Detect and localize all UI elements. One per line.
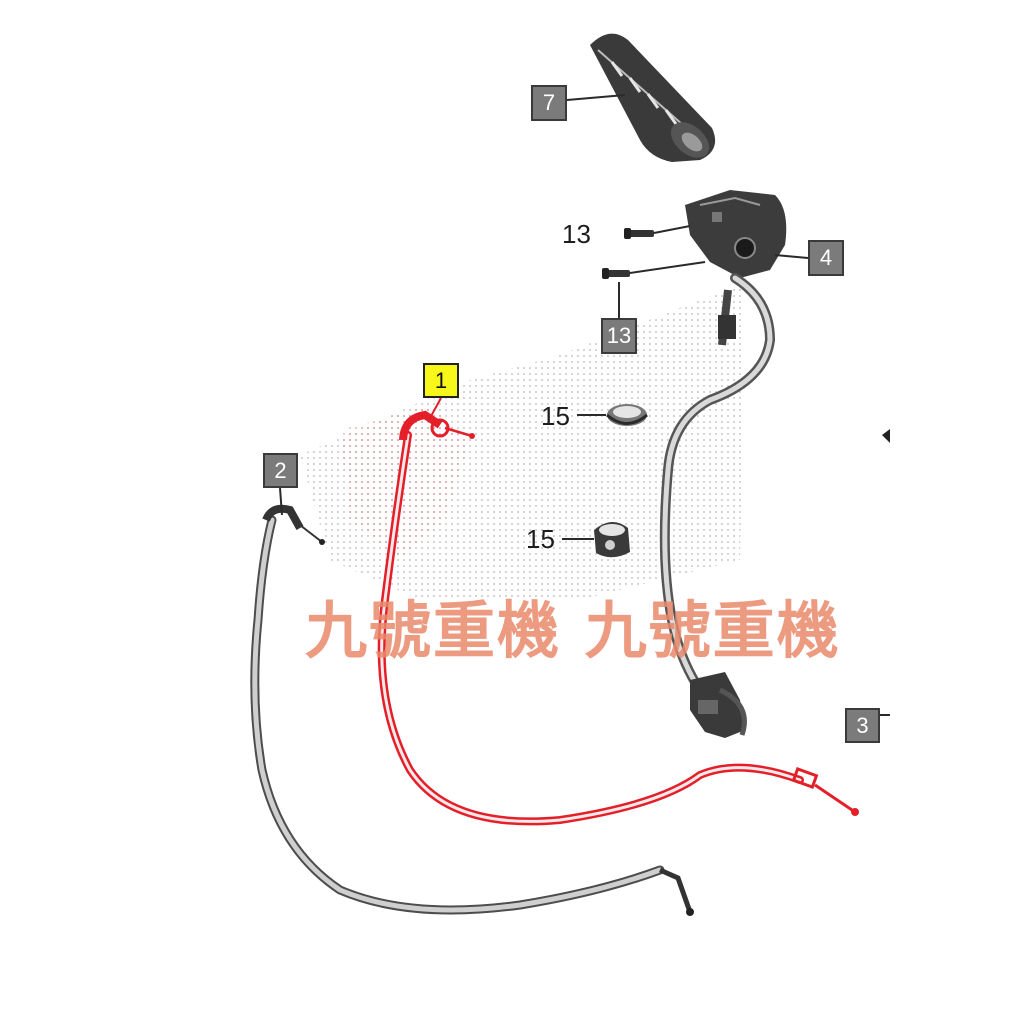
- callout-13-boxed: 13: [601, 318, 637, 354]
- switch-housing-icon: [685, 190, 787, 278]
- screw-icon-2: [602, 268, 630, 279]
- throttle-grip-icon: [590, 33, 716, 162]
- wire-harness: [659, 273, 776, 695]
- band-clip-icon: [606, 404, 648, 426]
- callout-7: 7: [531, 85, 567, 121]
- shaded-region: [300, 285, 745, 600]
- watermark-text: 九號重機 九號重機: [305, 594, 841, 667]
- callout-15-upper: 15: [541, 401, 570, 431]
- screw-icon: [624, 228, 654, 239]
- callout-4: 4: [808, 240, 844, 276]
- connector-icon: [690, 672, 747, 738]
- callout-2: 2: [263, 453, 298, 488]
- callout-3: 3: [845, 708, 880, 743]
- band-clip-icon-2: [594, 521, 630, 558]
- throttle-cable-a: [377, 410, 859, 826]
- callout-1-highlighted: 1: [423, 363, 459, 398]
- throttle-cable-b: [250, 504, 694, 916]
- callout-13-top: 13: [562, 219, 591, 249]
- callout-15-lower: 15: [526, 524, 555, 554]
